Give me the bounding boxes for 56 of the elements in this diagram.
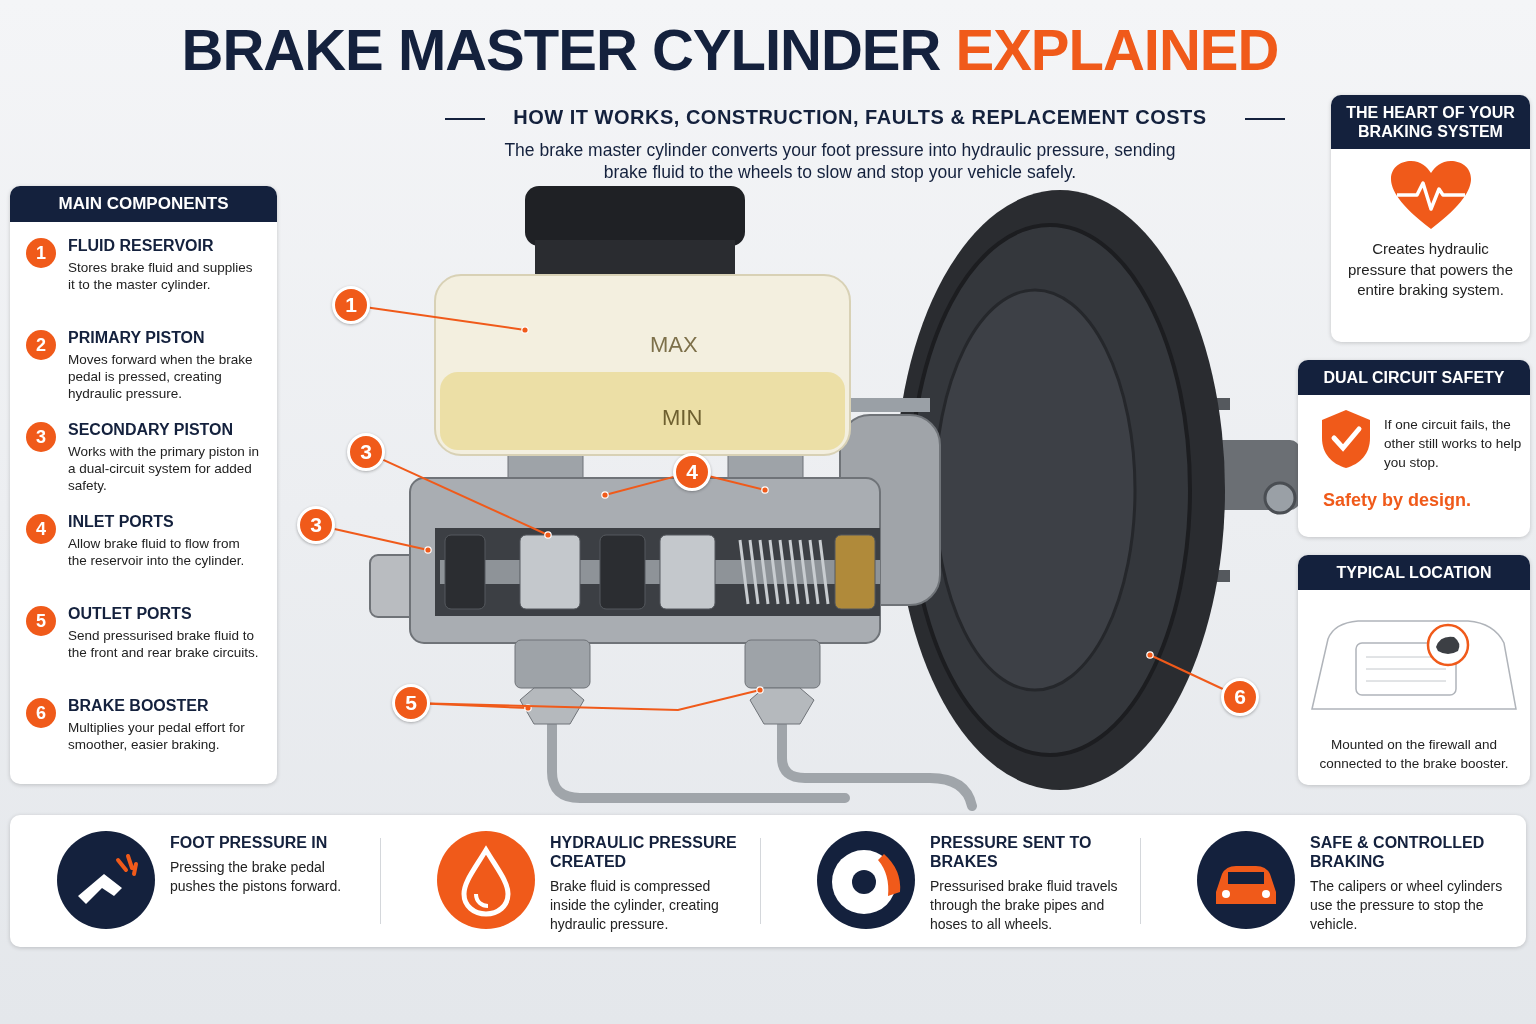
tagline: Safety by design.: [1323, 490, 1472, 511]
callout-number: 3: [347, 433, 385, 471]
component-description: Works with the primary piston in a dual-circuit system for added safety.: [68, 443, 260, 494]
step-text: Brake fluid is compressed inside the cylinder, creating hydraulic pressure.: [550, 877, 720, 934]
leader-line: [382, 458, 552, 539]
leader-line: [601, 475, 675, 499]
leader-line: [709, 475, 769, 494]
component-name: BRAKE BOOSTER: [68, 697, 209, 715]
fill-mark: MAX: [650, 332, 698, 358]
component-number: 1: [26, 238, 56, 268]
intro-text: The brake master cylinder converts your foot pressure into hydraulic pressure, sending brake fluid to the wheels to slow and stop your vehicle safely.: [503, 139, 1177, 183]
component-number: 2: [26, 330, 56, 360]
subtitle: HOW IT WORKS, CONSTRUCTION, FAULTS & REPLACEMENT COSTS: [512, 106, 1208, 129]
component-number: 6: [26, 698, 56, 728]
card-text: Mounted on the firewall and connected to the brake booster.: [1318, 736, 1510, 773]
component-name: FLUID RESERVOIR: [68, 237, 214, 255]
step-text: Pressing the brake pedal pushes the pistons forward.: [170, 858, 343, 896]
card-header: TYPICAL LOCATION: [1298, 555, 1530, 590]
card-text: Creates hydraulic pressure that powers the entire braking system.: [1346, 239, 1515, 300]
card-header: DUAL CIRCUIT SAFETY: [1298, 360, 1530, 395]
leader-line: [429, 702, 532, 712]
leader-line: [368, 306, 529, 334]
component-name: SECONDARY PISTON: [68, 421, 234, 439]
page-title: BRAKE MASTER CYLINDER EXPLAINED: [180, 16, 1280, 84]
component-description: Moves forward when the brake pedal is pressed, creating hydraulic pressure.: [68, 351, 254, 402]
info-card: [1298, 555, 1530, 785]
callout-number: 5: [392, 684, 430, 722]
component-number: 4: [26, 514, 56, 544]
component-number: 5: [26, 606, 56, 636]
step-title: FOOT PRESSURE IN: [170, 833, 329, 852]
step-text: The calipers or wheel cylinders use the pressure to stop the vehicle.: [1310, 877, 1504, 934]
component-name: INLET PORTS: [68, 513, 174, 531]
leader-line: [1146, 651, 1224, 690]
component-description: Send pressurised brake fluid to the front and rear brake circuits.: [68, 627, 260, 661]
step-title: PRESSURE SENT TO BRAKES: [930, 833, 1093, 871]
leader-line: [333, 528, 432, 554]
step-text: Pressurised brake fluid travels through the brake pipes and hoses to all wheels.: [930, 877, 1119, 934]
info-card: [1331, 95, 1530, 342]
component-name: PRIMARY PISTON: [68, 329, 205, 347]
panel-header: MAIN COMPONENTS: [10, 186, 277, 222]
card-header: THE HEART OF YOUR BRAKING SYSTEM: [1331, 95, 1530, 149]
step-title: SAFE & CONTROLLED BRAKING: [1310, 833, 1486, 871]
component-number: 3: [26, 422, 56, 452]
component-description: Multiplies your pedal effort for smoother, easier braking.: [68, 719, 246, 753]
components-panel: [10, 186, 277, 784]
component-name: OUTLET PORTS: [68, 605, 192, 623]
fill-mark: MIN: [662, 405, 703, 431]
callout-number: 6: [1221, 678, 1259, 716]
component-description: Stores brake fluid and supplies it to the master cylinder.: [68, 259, 254, 293]
leader-line: [429, 686, 764, 711]
callout-number: 1: [332, 286, 370, 324]
callout-number: 3: [297, 506, 335, 544]
card-text: If one circuit fails, the other still works to help you stop.: [1384, 416, 1522, 472]
step-title: HYDRAULIC PRESSURE CREATED: [550, 833, 738, 871]
info-card: [1298, 360, 1530, 537]
component-description: Allow brake fluid to flow from the reservoir into the cylinder.: [68, 535, 246, 569]
